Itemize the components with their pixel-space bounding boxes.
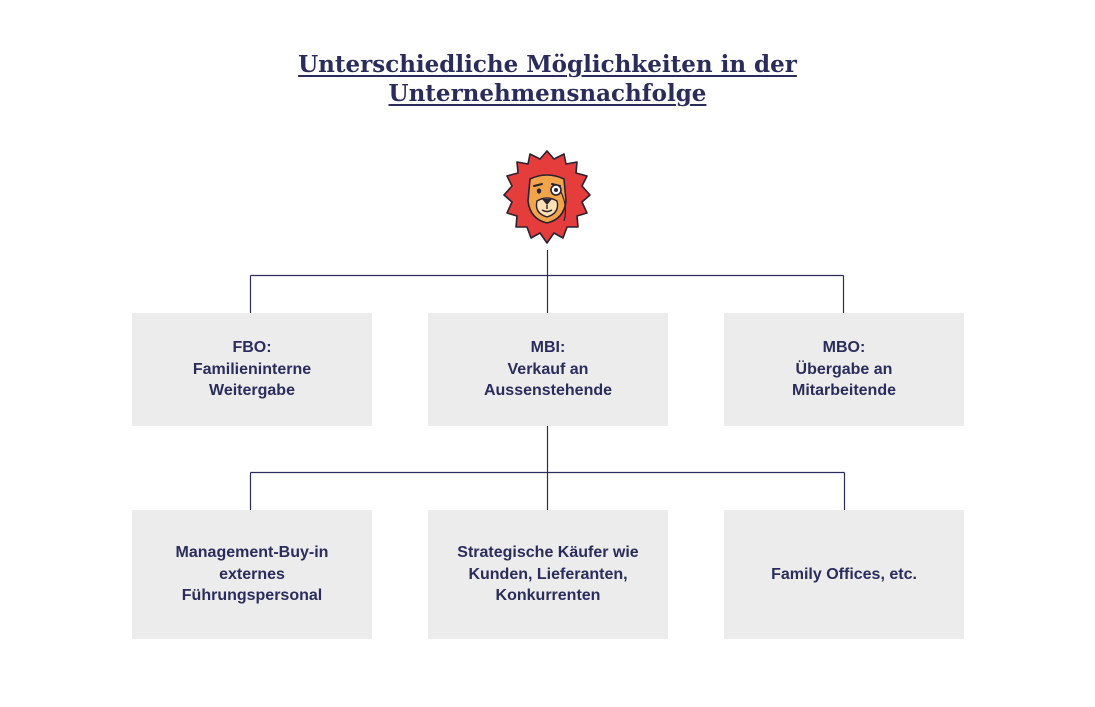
diagram-title: Unterschiedliche Möglichkeiten in der Un… bbox=[0, 50, 1095, 108]
box-mbi-line-3: Aussenstehende bbox=[483, 382, 613, 400]
box-mbo-line-3: Mitarbeitende bbox=[791, 382, 896, 400]
box-mbi-sub1-line-3: Führungspersonal bbox=[181, 587, 323, 605]
box-fbo-line-3: Weitergabe bbox=[209, 382, 295, 400]
box-fbo-line-1: FBO: bbox=[232, 339, 272, 357]
box-mbo: MBO: Übergabe an Mitarbeitende bbox=[724, 313, 964, 426]
box-management-buy-in: Management-Buy-in externes Führungsperso… bbox=[132, 510, 372, 639]
box-fbo-line-2: Familieninterne bbox=[192, 360, 312, 378]
box-mbi: MBI: Verkauf an Aussenstehende bbox=[428, 313, 668, 426]
title-line-2: Unternehmensnachfolge bbox=[388, 80, 707, 107]
box-mbi-sub2-line-2: Kunden, Lieferanten, bbox=[468, 565, 628, 583]
box-mbo-line-1: MBO: bbox=[822, 339, 866, 357]
box-mbi-line-2: Verkauf an bbox=[507, 360, 589, 378]
box-mbi-sub2-line-3: Konkurrenten bbox=[495, 587, 601, 605]
box-mbo-line-2: Übergabe an bbox=[795, 360, 893, 378]
box-mbi-sub1-line-2: externes bbox=[219, 565, 285, 583]
box-family-offices: Family Offices, etc. bbox=[724, 510, 964, 639]
title-line-1: Unterschiedliche Möglichkeiten in der bbox=[298, 51, 797, 78]
box-fbo: FBO: Familieninterne Weitergabe bbox=[132, 313, 372, 426]
box-mbi-sub1-line-1: Management-Buy-in bbox=[175, 544, 329, 562]
box-mbi-sub3-line-1: Family Offices, etc. bbox=[771, 565, 917, 583]
box-mbi-line-1: MBI: bbox=[530, 339, 566, 357]
lion-mascot-icon bbox=[503, 150, 591, 244]
box-mbi-sub2-line-1: Strategische Käufer wie bbox=[457, 544, 639, 562]
box-strategische-kaeufer: Strategische Käufer wie Kunden, Lieferan… bbox=[428, 510, 668, 639]
